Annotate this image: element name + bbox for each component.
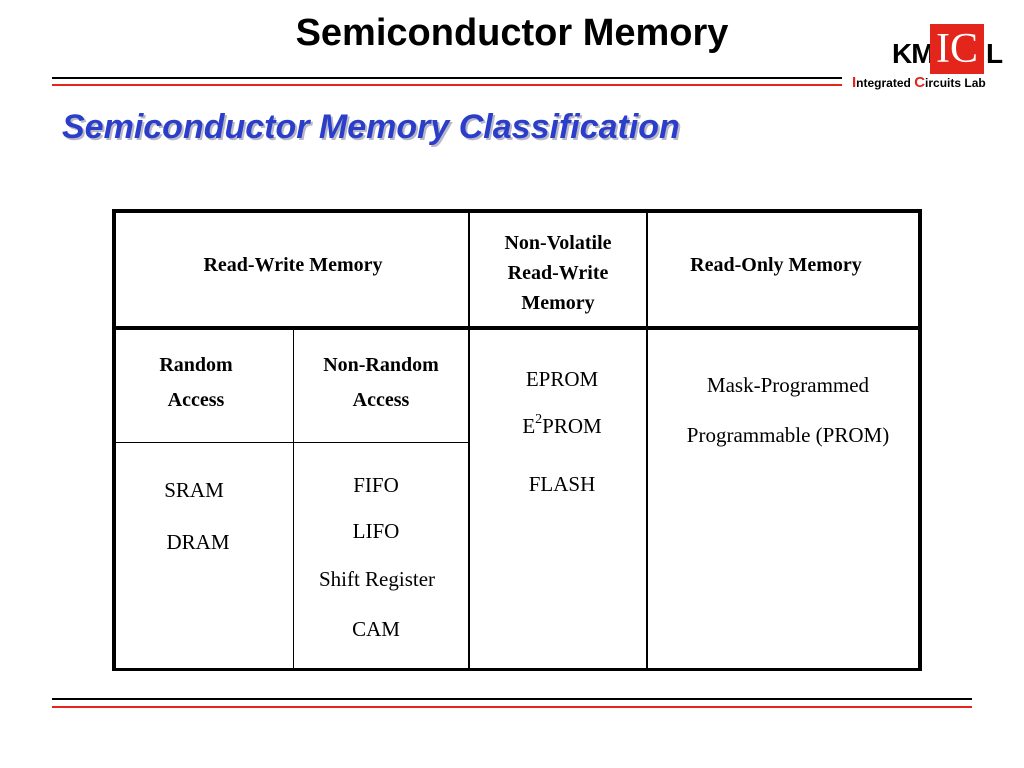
logo-tagline: Integrated Circuits Lab xyxy=(852,74,986,91)
list-item-lifo: LIFO xyxy=(352,519,400,543)
header-rule-black xyxy=(52,77,842,79)
header-rule-red xyxy=(52,84,842,86)
footer-rule-red xyxy=(52,706,972,708)
list-item-dram: DRAM xyxy=(166,530,230,554)
list-item-programmable-prom: Programmable (PROM) xyxy=(686,423,890,447)
list-item-e2prom: E2PROM xyxy=(470,412,654,439)
e2prom-rest: PROM xyxy=(542,414,602,438)
list-item-cam: CAM xyxy=(352,617,400,641)
header-nonvolatile-line1: Non-Volatile xyxy=(504,232,612,254)
kmicl-logo: KM IC L Integrated Circuits Lab xyxy=(852,8,1004,92)
e2prom-base: E xyxy=(522,414,536,438)
logo-tagline-c: C xyxy=(914,74,926,91)
list-item-eprom: EPROM xyxy=(525,367,599,391)
header-read-only: Read-Only Memory xyxy=(650,250,902,280)
footer-rule-black xyxy=(52,698,972,700)
header-nonvolatile: Non-Volatile Read-Write Memory xyxy=(470,228,646,318)
subheader-random-line2: Access xyxy=(167,389,225,411)
header-nonvolatile-line2: Read-Write xyxy=(507,262,609,284)
logo-tagline-i: I xyxy=(852,74,857,91)
list-item-mask-programmed: Mask-Programmed xyxy=(706,373,870,397)
logo-prefix: KM xyxy=(892,38,935,69)
table-subheader-divider xyxy=(116,442,468,443)
table-border-left xyxy=(112,209,116,671)
list-item-sram: SRAM xyxy=(164,478,224,502)
subheader-non-random-line2: Access xyxy=(352,389,410,411)
list-item-flash: FLASH xyxy=(528,472,596,496)
header-read-write: Read-Write Memory xyxy=(116,250,470,280)
e2prom-superscript: 2 xyxy=(535,412,543,427)
slide-title-text: Semiconductor Memory xyxy=(295,12,729,54)
logo-suffix: L xyxy=(986,38,1003,69)
table-border-right xyxy=(918,209,922,671)
logo-ic-box: IC xyxy=(930,24,984,74)
list-item-shift-register: Shift Register xyxy=(318,567,436,591)
list-item-fifo: FIFO xyxy=(353,473,399,497)
table-border-bottom xyxy=(112,668,922,671)
header-read-write-label: Read-Write Memory xyxy=(203,254,383,276)
slide-title: Semiconductor Memory xyxy=(0,12,1024,55)
slide-subtitle: Semiconductor Memory Classification xyxy=(62,108,680,146)
table-subcol-divider xyxy=(293,328,294,670)
table-col-divider-1 xyxy=(468,209,470,671)
table-col-divider-2 xyxy=(646,209,648,671)
header-read-only-label: Read-Only Memory xyxy=(690,254,862,276)
header-nonvolatile-line3: Memory xyxy=(521,292,595,314)
subheader-random-access: Random Access xyxy=(116,348,276,418)
table-header-divider xyxy=(112,326,922,330)
logo-tagline-part1: ntegrated xyxy=(856,76,915,90)
logo-tagline-part2: ircuits Lab xyxy=(925,76,986,90)
subheader-non-random-line1: Non-Random xyxy=(323,354,439,376)
table-border-top xyxy=(112,209,922,213)
subheader-non-random-access: Non-Random Access xyxy=(294,348,468,418)
subheader-random-line1: Random xyxy=(159,354,233,376)
